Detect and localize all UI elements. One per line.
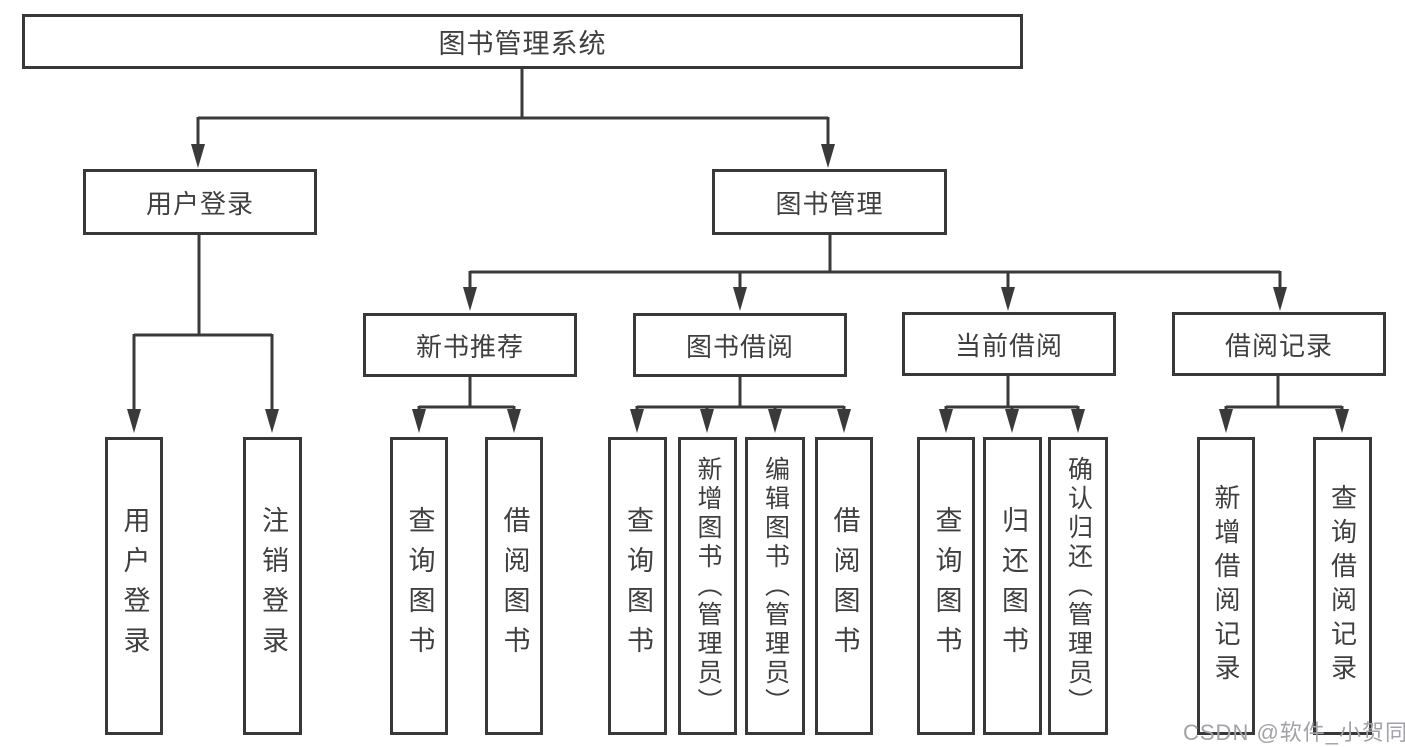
leaf-label: 查询借阅记录 [1327, 484, 1358, 688]
leaf-user-login: 用户登录 [105, 437, 163, 735]
leaf-add-borrow-record: 新增借阅记录 [1197, 437, 1255, 735]
arrow-down-icon [768, 409, 782, 433]
node-current-borrowing: 当前借阅 [902, 312, 1116, 376]
leaf-query-books-recommend: 查询图书 [390, 437, 448, 735]
arrow-down-icon [821, 144, 835, 168]
leaf-borrow-books-recommend: 借阅图书 [485, 437, 543, 735]
arrow-down-icon [1071, 409, 1085, 433]
leaf-label: 查询图书 [623, 506, 653, 666]
arrow-down-icon [700, 409, 714, 433]
leaf-label: 新增图书（管理员） [694, 455, 722, 717]
leaf-query-books-borrowing: 查询图书 [608, 437, 667, 735]
leaf-edit-books-admin: 编辑图书（管理员） [745, 437, 805, 735]
arrow-down-icon [191, 144, 205, 168]
leaf-borrow-books-borrowing: 借阅图书 [815, 437, 873, 735]
arrow-down-icon [1005, 409, 1019, 433]
node-user-login: 用户登录 [83, 169, 317, 235]
leaf-label: 用户登录 [119, 506, 150, 666]
leaf-logout: 注销登录 [243, 437, 302, 735]
leaf-query-books-current: 查询图书 [917, 437, 975, 735]
arrow-down-icon [1001, 287, 1015, 311]
arrow-down-icon [1335, 409, 1349, 433]
leaf-label: 查询图书 [931, 506, 962, 666]
connector-book-mgmt-children [468, 235, 1282, 289]
leaf-label: 借阅图书 [829, 506, 860, 666]
leaf-label: 确认归还（管理员） [1064, 455, 1093, 717]
arrow-down-icon [733, 287, 747, 311]
arrow-down-icon [939, 409, 953, 433]
leaf-label: 编辑图书（管理员） [761, 455, 790, 717]
connector-current-borrow-children [944, 376, 1080, 413]
arrow-down-icon [630, 409, 644, 433]
connector-user-login-children [132, 235, 274, 411]
leaf-label: 新增借阅记录 [1211, 484, 1241, 688]
csdn-watermark: CSDN @软件_小贺同学 [1183, 720, 1405, 745]
leaf-label: 借阅图书 [499, 506, 530, 666]
arrow-down-icon [1273, 287, 1287, 311]
leaf-label: 查询图书 [404, 506, 435, 666]
arrow-down-icon [837, 409, 851, 433]
leaf-query-borrow-record: 查询借阅记录 [1313, 437, 1372, 735]
arrow-down-icon [507, 409, 521, 433]
arrow-down-icon [265, 409, 279, 433]
leaf-label: 注销登录 [258, 506, 288, 666]
node-new-book-recommend: 新书推荐 [363, 313, 577, 377]
node-borrowing-records: 借阅记录 [1172, 312, 1386, 376]
leaf-confirm-return-admin: 确认归还（管理员） [1048, 437, 1108, 735]
connector-new-book-rec-children [417, 377, 516, 413]
arrow-down-icon [412, 409, 426, 433]
node-book-borrowing: 图书借阅 [633, 313, 847, 377]
connector-root-to-level2 [196, 69, 830, 146]
connector-book-borrow-children [635, 377, 846, 413]
connector-borrow-record-children [1224, 376, 1344, 413]
node-library-management-system: 图书管理系统 [22, 14, 1023, 69]
node-book-management: 图书管理 [712, 169, 947, 235]
arrow-down-icon [463, 287, 477, 311]
arrow-down-icon [127, 409, 141, 433]
leaf-label: 归还图书 [998, 506, 1028, 666]
leaf-return-books: 归还图书 [983, 437, 1042, 735]
leaf-add-books-admin: 新增图书（管理员） [678, 437, 737, 735]
arrowhead-group [127, 144, 1349, 433]
arrow-down-icon [1219, 409, 1233, 433]
